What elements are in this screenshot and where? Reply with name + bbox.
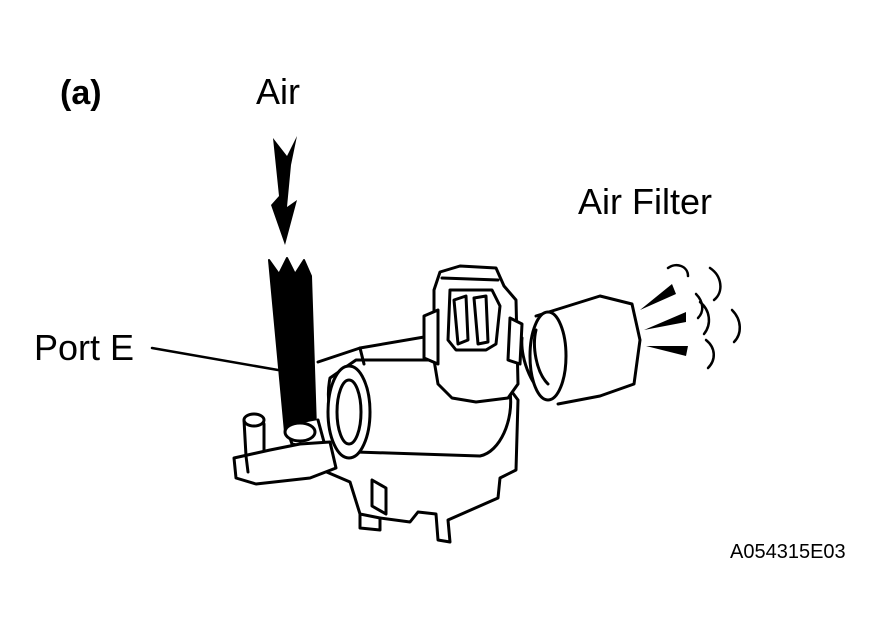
air-flow-arrow — [271, 136, 297, 245]
figure-label: (a) — [60, 74, 102, 112]
port-e-label: Port E — [34, 327, 135, 368]
exhaust-jets — [640, 284, 688, 356]
air-puff-marks — [666, 264, 741, 370]
connector — [422, 264, 524, 404]
air-hose — [268, 257, 317, 433]
reference-code: A054315E03 — [730, 541, 846, 563]
air-label: Air — [256, 71, 300, 112]
port-e-fitting — [232, 412, 338, 486]
air-filter — [520, 294, 642, 406]
port-e-leader-line — [150, 346, 280, 372]
air-filter-label: Air Filter — [578, 181, 712, 222]
